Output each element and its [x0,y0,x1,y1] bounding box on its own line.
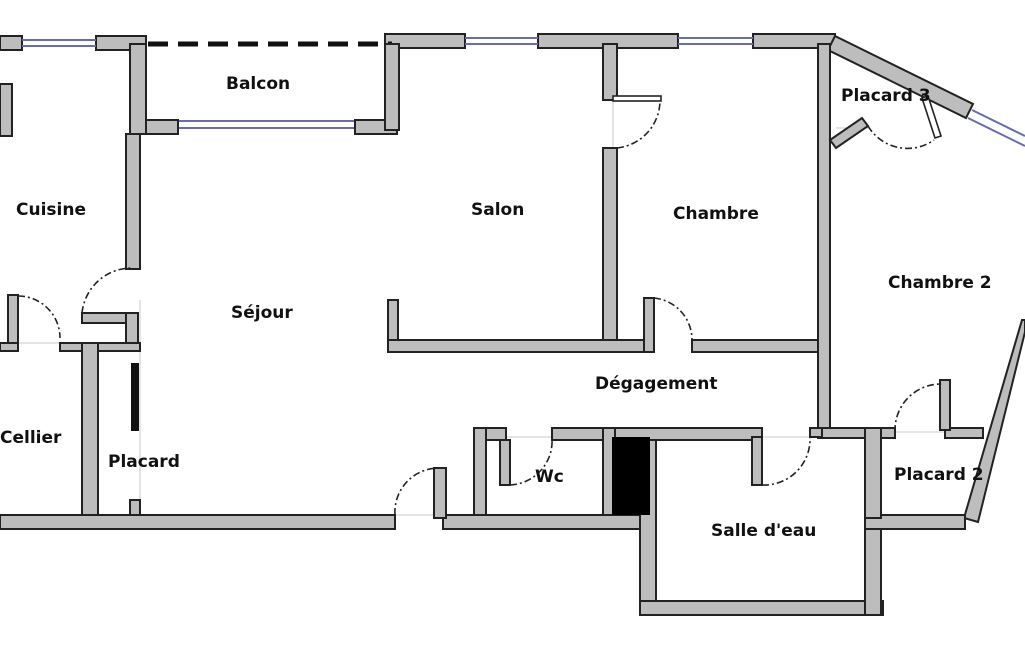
partition-dark [131,363,139,431]
room-balcon: Balcon [226,74,291,94]
room-degagement: Dégagement [595,374,718,394]
room-wc: Wc [535,467,564,487]
room-salon: Salon [471,200,525,220]
room-salle-d-eau: Salle d'eau [711,521,817,541]
room-cuisine: Cuisine [16,200,86,220]
room-placard-2: Placard 2 [894,465,984,485]
room-sejour: Séjour [231,303,293,323]
room-chambre-2: Chambre 2 [888,273,992,293]
room-cellier: Cellier [0,428,62,448]
room-placard: Placard [108,452,180,472]
column [612,437,650,515]
room-placard-3: Placard 3 [841,86,931,106]
room-chambre: Chambre [673,204,759,224]
windows [22,37,1025,147]
interior-walls [0,43,984,519]
doors [17,94,943,516]
